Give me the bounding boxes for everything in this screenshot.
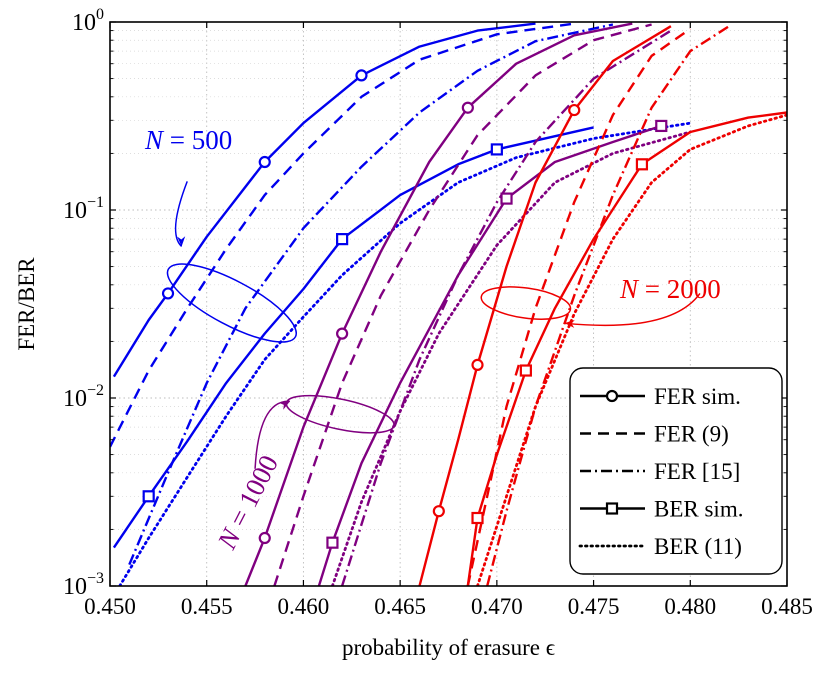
marker-circle (471, 358, 484, 371)
axis-ticks: 0.450 0.455 0.460 0.465 0.470 0.475 0.480 0.485… (63, 6, 813, 619)
y-tick-label: 10−2 (63, 382, 104, 412)
legend-item: FER [15] (580, 459, 740, 484)
marker-circle (258, 155, 271, 169)
x-axis-label: probability of erasure ϵ (342, 635, 555, 660)
legend-item: BER (11) (578, 534, 742, 559)
series-n500-ber-sim (112, 126, 594, 549)
series-n2000-fer-15 (486, 25, 730, 586)
marker-circle (258, 531, 271, 545)
marker-circle (336, 327, 349, 340)
series-n1000-fer-9 (273, 23, 652, 586)
x-tick-label: 0.460 (278, 594, 330, 619)
series-n2000-ber-11 (476, 113, 787, 586)
legend-label: BER sim. (654, 497, 743, 522)
series-n1000-fer-sim (244, 22, 633, 586)
annotation-shapes (166, 181, 701, 469)
ellipse-n500 (166, 263, 298, 343)
legend-item: FER (9) (580, 422, 729, 447)
legend: FER sim. FER (9) FER [15] BER sim. BER (11) (569, 367, 783, 575)
annotation-n500-rest: = 500 (163, 125, 232, 155)
arrow-n500 (174, 181, 188, 247)
marker-circle (568, 103, 581, 117)
marker-square (326, 536, 339, 549)
x-tick-label: 0.480 (664, 594, 716, 619)
plot-frame (109, 21, 788, 587)
arrow-n500-head (177, 236, 186, 247)
annotation-n2000: N = 2000 (619, 274, 721, 304)
x-tick-label: 0.450 (84, 594, 136, 619)
annotation-n500-var: N (144, 125, 165, 155)
legend-label: BER (11) (654, 534, 742, 559)
series-n1000-fer-15 (340, 29, 672, 586)
annotation-n2000-var: N (619, 274, 640, 304)
annotation-n1000: N = 1000 (211, 450, 284, 554)
marker-circle (432, 505, 445, 518)
series-n2000-fer-9 (466, 27, 691, 586)
marker-square (500, 192, 513, 205)
y-tick-label: 10−1 (63, 194, 104, 224)
x-tick-label: 0.470 (471, 594, 523, 619)
marker-layer (142, 69, 668, 549)
marker-square (655, 119, 668, 133)
series-n2000-fer-sim (418, 25, 672, 586)
marker-circle (161, 287, 175, 300)
annotation-n1000-rest: = 1000 (220, 450, 284, 537)
series-n1000-ber-11 (330, 130, 692, 586)
marker-circle (355, 69, 368, 82)
series-n500-fer-15 (128, 23, 614, 566)
legend-box (569, 367, 783, 575)
y-tick-label: 100 (72, 6, 104, 36)
marker-square (519, 364, 532, 377)
series-layer (110, 22, 787, 586)
marker-square (336, 233, 349, 246)
legend-label: FER sim. (654, 384, 741, 409)
series-n500-fer-9 (110, 22, 575, 448)
series-n2000-ber-sim (466, 111, 787, 586)
x-tick-label: 0.455 (181, 594, 233, 619)
marker-square (471, 511, 484, 525)
legend-label: FER (9) (654, 422, 729, 447)
legend-item: FER sim. (580, 384, 741, 409)
x-tick-label: 0.465 (374, 594, 426, 619)
marker-square (635, 158, 649, 171)
annotation-n500: N = 500 (144, 125, 232, 155)
y-tick-label: 10−3 (63, 570, 104, 600)
legend-marker-square (605, 502, 619, 515)
legend-item: BER sim. (580, 497, 743, 522)
x-tick-label: 0.485 (761, 594, 813, 619)
marker-circle (461, 101, 474, 114)
marker-square (142, 490, 155, 503)
series-n500-ber-11 (118, 121, 692, 586)
x-tick-label: 0.475 (568, 594, 620, 619)
arrow-n1000 (254, 400, 290, 469)
legend-marker-circle (605, 389, 619, 403)
series-n500-fer-sim (112, 22, 536, 378)
annotation-n2000-rest: = 2000 (638, 274, 721, 304)
arrow-n1000-head (279, 401, 290, 410)
arrow-n2000 (564, 292, 701, 327)
y-axis-label: FER/BER (14, 257, 39, 351)
series-n1000-ber-sim (317, 124, 662, 586)
marker-square (490, 143, 503, 156)
legend-label: FER [15] (654, 459, 740, 484)
